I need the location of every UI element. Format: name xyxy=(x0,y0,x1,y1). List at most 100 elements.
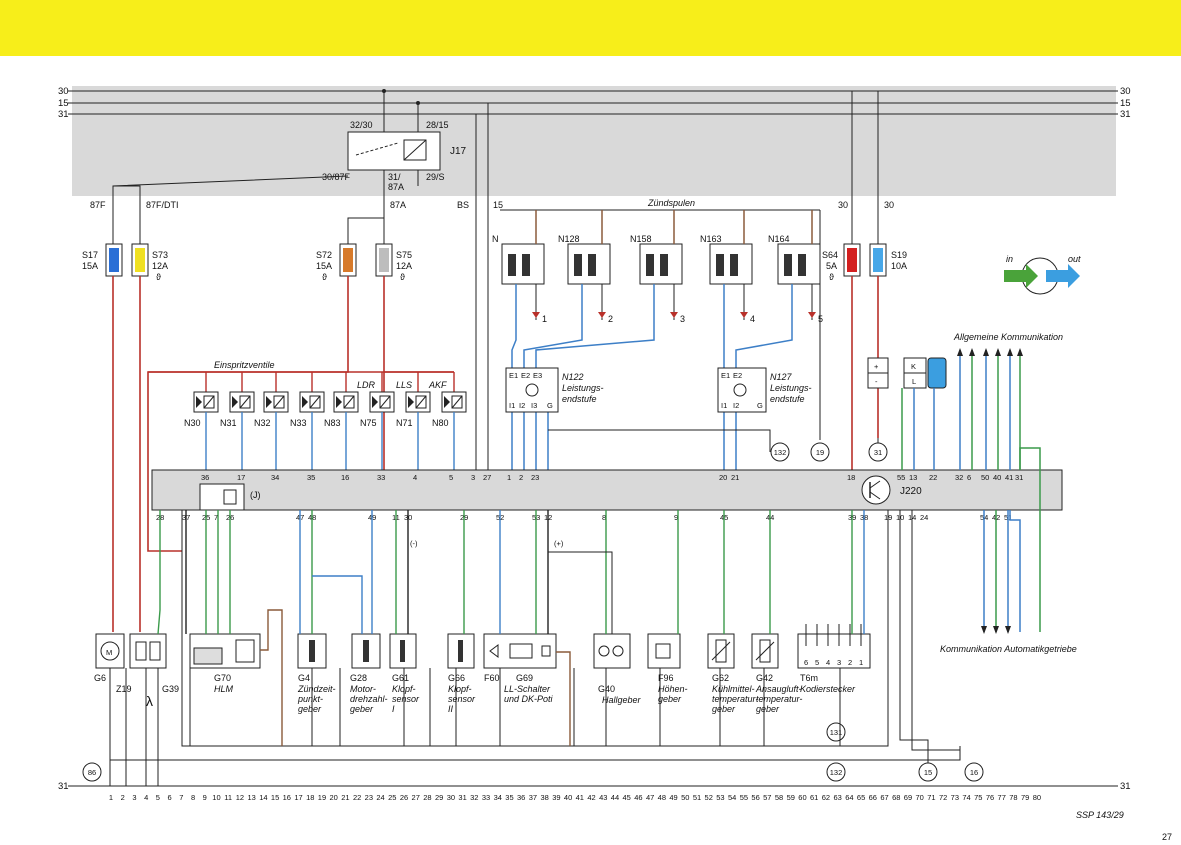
svg-text:I1: I1 xyxy=(721,401,727,410)
ecu-bottom-pin: 24 xyxy=(920,513,928,522)
cylinder-number: 4 xyxy=(750,314,755,324)
rail-31-right: 31 xyxy=(1120,109,1131,120)
ruler-number: 71 xyxy=(927,793,935,802)
fuse-s17 xyxy=(105,243,123,277)
header-yellow-band xyxy=(0,0,1181,56)
component-description: und DK-Poti xyxy=(504,694,554,704)
ruler-number: 45 xyxy=(623,793,631,802)
component-description: Höhen- xyxy=(658,684,688,694)
reference-number: 86 xyxy=(88,768,96,777)
injector-valve xyxy=(405,372,431,473)
tap-bs: BS xyxy=(457,200,469,210)
relay-pin-31-87a: 31/ xyxy=(388,172,401,182)
component-description: HLM xyxy=(214,684,234,694)
component-description: Kühlmittel- xyxy=(712,684,755,694)
svg-text:E2: E2 xyxy=(521,371,530,380)
injector-name: N33 xyxy=(290,418,307,428)
communication-lines xyxy=(901,348,1041,634)
ignition-coil xyxy=(777,210,821,320)
component-code: G70 xyxy=(214,673,231,683)
component-code: G39 xyxy=(162,684,179,694)
ruler-number: 59 xyxy=(787,793,795,802)
ruler-number: 63 xyxy=(833,793,841,802)
ruler-number: 35 xyxy=(505,793,513,802)
svg-text:G: G xyxy=(547,401,553,410)
fuse-s19-name: S19 xyxy=(891,250,907,260)
ruler-number: 40 xyxy=(564,793,572,802)
svg-text:E3: E3 xyxy=(533,371,542,380)
rail-30-left: 30 xyxy=(58,86,69,97)
ecu-top-pin: 27 xyxy=(483,473,491,482)
footer-code: SSP 143/29 xyxy=(1076,810,1124,820)
component-description: II xyxy=(448,704,454,714)
ecu-top-pin: 2 xyxy=(519,473,523,482)
reference-number: 131 xyxy=(830,728,843,737)
ruler-number: 7 xyxy=(179,793,183,802)
ruler-number: 17 xyxy=(294,793,302,802)
ruler-number: 6 xyxy=(168,793,172,802)
coil-name: N128 xyxy=(558,234,580,244)
coding-plug-pin: 6 xyxy=(804,658,808,667)
injector-valve xyxy=(229,372,255,473)
ruler-number: 36 xyxy=(517,793,525,802)
ecu-top-pin: 16 xyxy=(341,473,349,482)
ruler-number: 28 xyxy=(423,793,431,802)
component-description: punkt- xyxy=(297,694,323,704)
ignition-timing-sender-g4 xyxy=(297,633,327,669)
relay-pin-30-87f: 30/87F xyxy=(322,172,351,182)
ruler-number: 74 xyxy=(962,793,970,802)
rail-31-left: 31 xyxy=(58,109,69,120)
component-description: temperatur- xyxy=(712,694,758,704)
cylinder-number: 5 xyxy=(818,314,823,324)
n127-desc2: endstufe xyxy=(770,394,805,404)
ecu-top-pin: 35 xyxy=(307,473,315,482)
ruler-number: 10 xyxy=(212,793,220,802)
arrow-out-icon xyxy=(1046,264,1080,288)
coil-name: N163 xyxy=(700,234,722,244)
component-description: drehzahl- xyxy=(350,694,388,704)
battery-module: + - xyxy=(867,357,889,389)
reference-number: 19 xyxy=(816,448,824,457)
fuse-s64-thermo: ϑ xyxy=(829,272,834,282)
injector-valve xyxy=(263,372,289,473)
coil-name: N xyxy=(492,234,499,244)
ecu-top-pin: 41 xyxy=(1005,473,1013,482)
ruler-number: 69 xyxy=(904,793,912,802)
ruler-number: 53 xyxy=(716,793,724,802)
ruler-number: 1 xyxy=(109,793,113,802)
ecu-bottom-pins: 2837257264748491130295253128945443938191… xyxy=(156,513,1012,522)
kommunikation-automatik: Kommunikation Automatikgetriebe xyxy=(940,644,1077,654)
fuse-s17-name: S17 xyxy=(82,250,98,260)
fuse-s73-name: S73 xyxy=(152,250,168,260)
injectors-title: Einspritzventile xyxy=(214,360,275,370)
ecu-top-pin: 18 xyxy=(847,473,855,482)
injector-name: N71 xyxy=(396,418,413,428)
supply-taps xyxy=(112,91,879,473)
component-description: sensor xyxy=(392,694,420,704)
component-description: geber xyxy=(712,704,736,714)
rail-15-left: 15 xyxy=(58,98,69,109)
component-description: geber xyxy=(756,704,780,714)
n127-name: N127 xyxy=(770,372,793,382)
n122-desc1: Leistungs- xyxy=(562,383,604,393)
svg-text:E1: E1 xyxy=(509,371,518,380)
ecu-j220 xyxy=(151,469,1063,511)
component-description: Klopf- xyxy=(392,684,416,694)
component-description: geber xyxy=(350,704,374,714)
ecu-top-pin: 21 xyxy=(731,473,739,482)
kl-diagnosis-module: K L xyxy=(903,357,947,389)
ruler-number: 68 xyxy=(892,793,900,802)
injector-valve xyxy=(193,372,219,473)
relay-j17 xyxy=(347,89,441,206)
injector-name: N75 xyxy=(360,418,377,428)
ecu-sub: (J) xyxy=(250,490,261,500)
kommunikation-allgemein: Allgemeine Kommunikation xyxy=(953,332,1063,342)
component-code: λ xyxy=(146,693,153,709)
relay-pin-28-15: 28/15 xyxy=(426,120,449,130)
ecu-plus: (+) xyxy=(554,539,564,548)
supply-panel xyxy=(72,86,1116,196)
ruler-number: 33 xyxy=(482,793,490,802)
ecu-top-pin: 31 xyxy=(1015,473,1023,482)
ruler-number: 64 xyxy=(845,793,853,802)
